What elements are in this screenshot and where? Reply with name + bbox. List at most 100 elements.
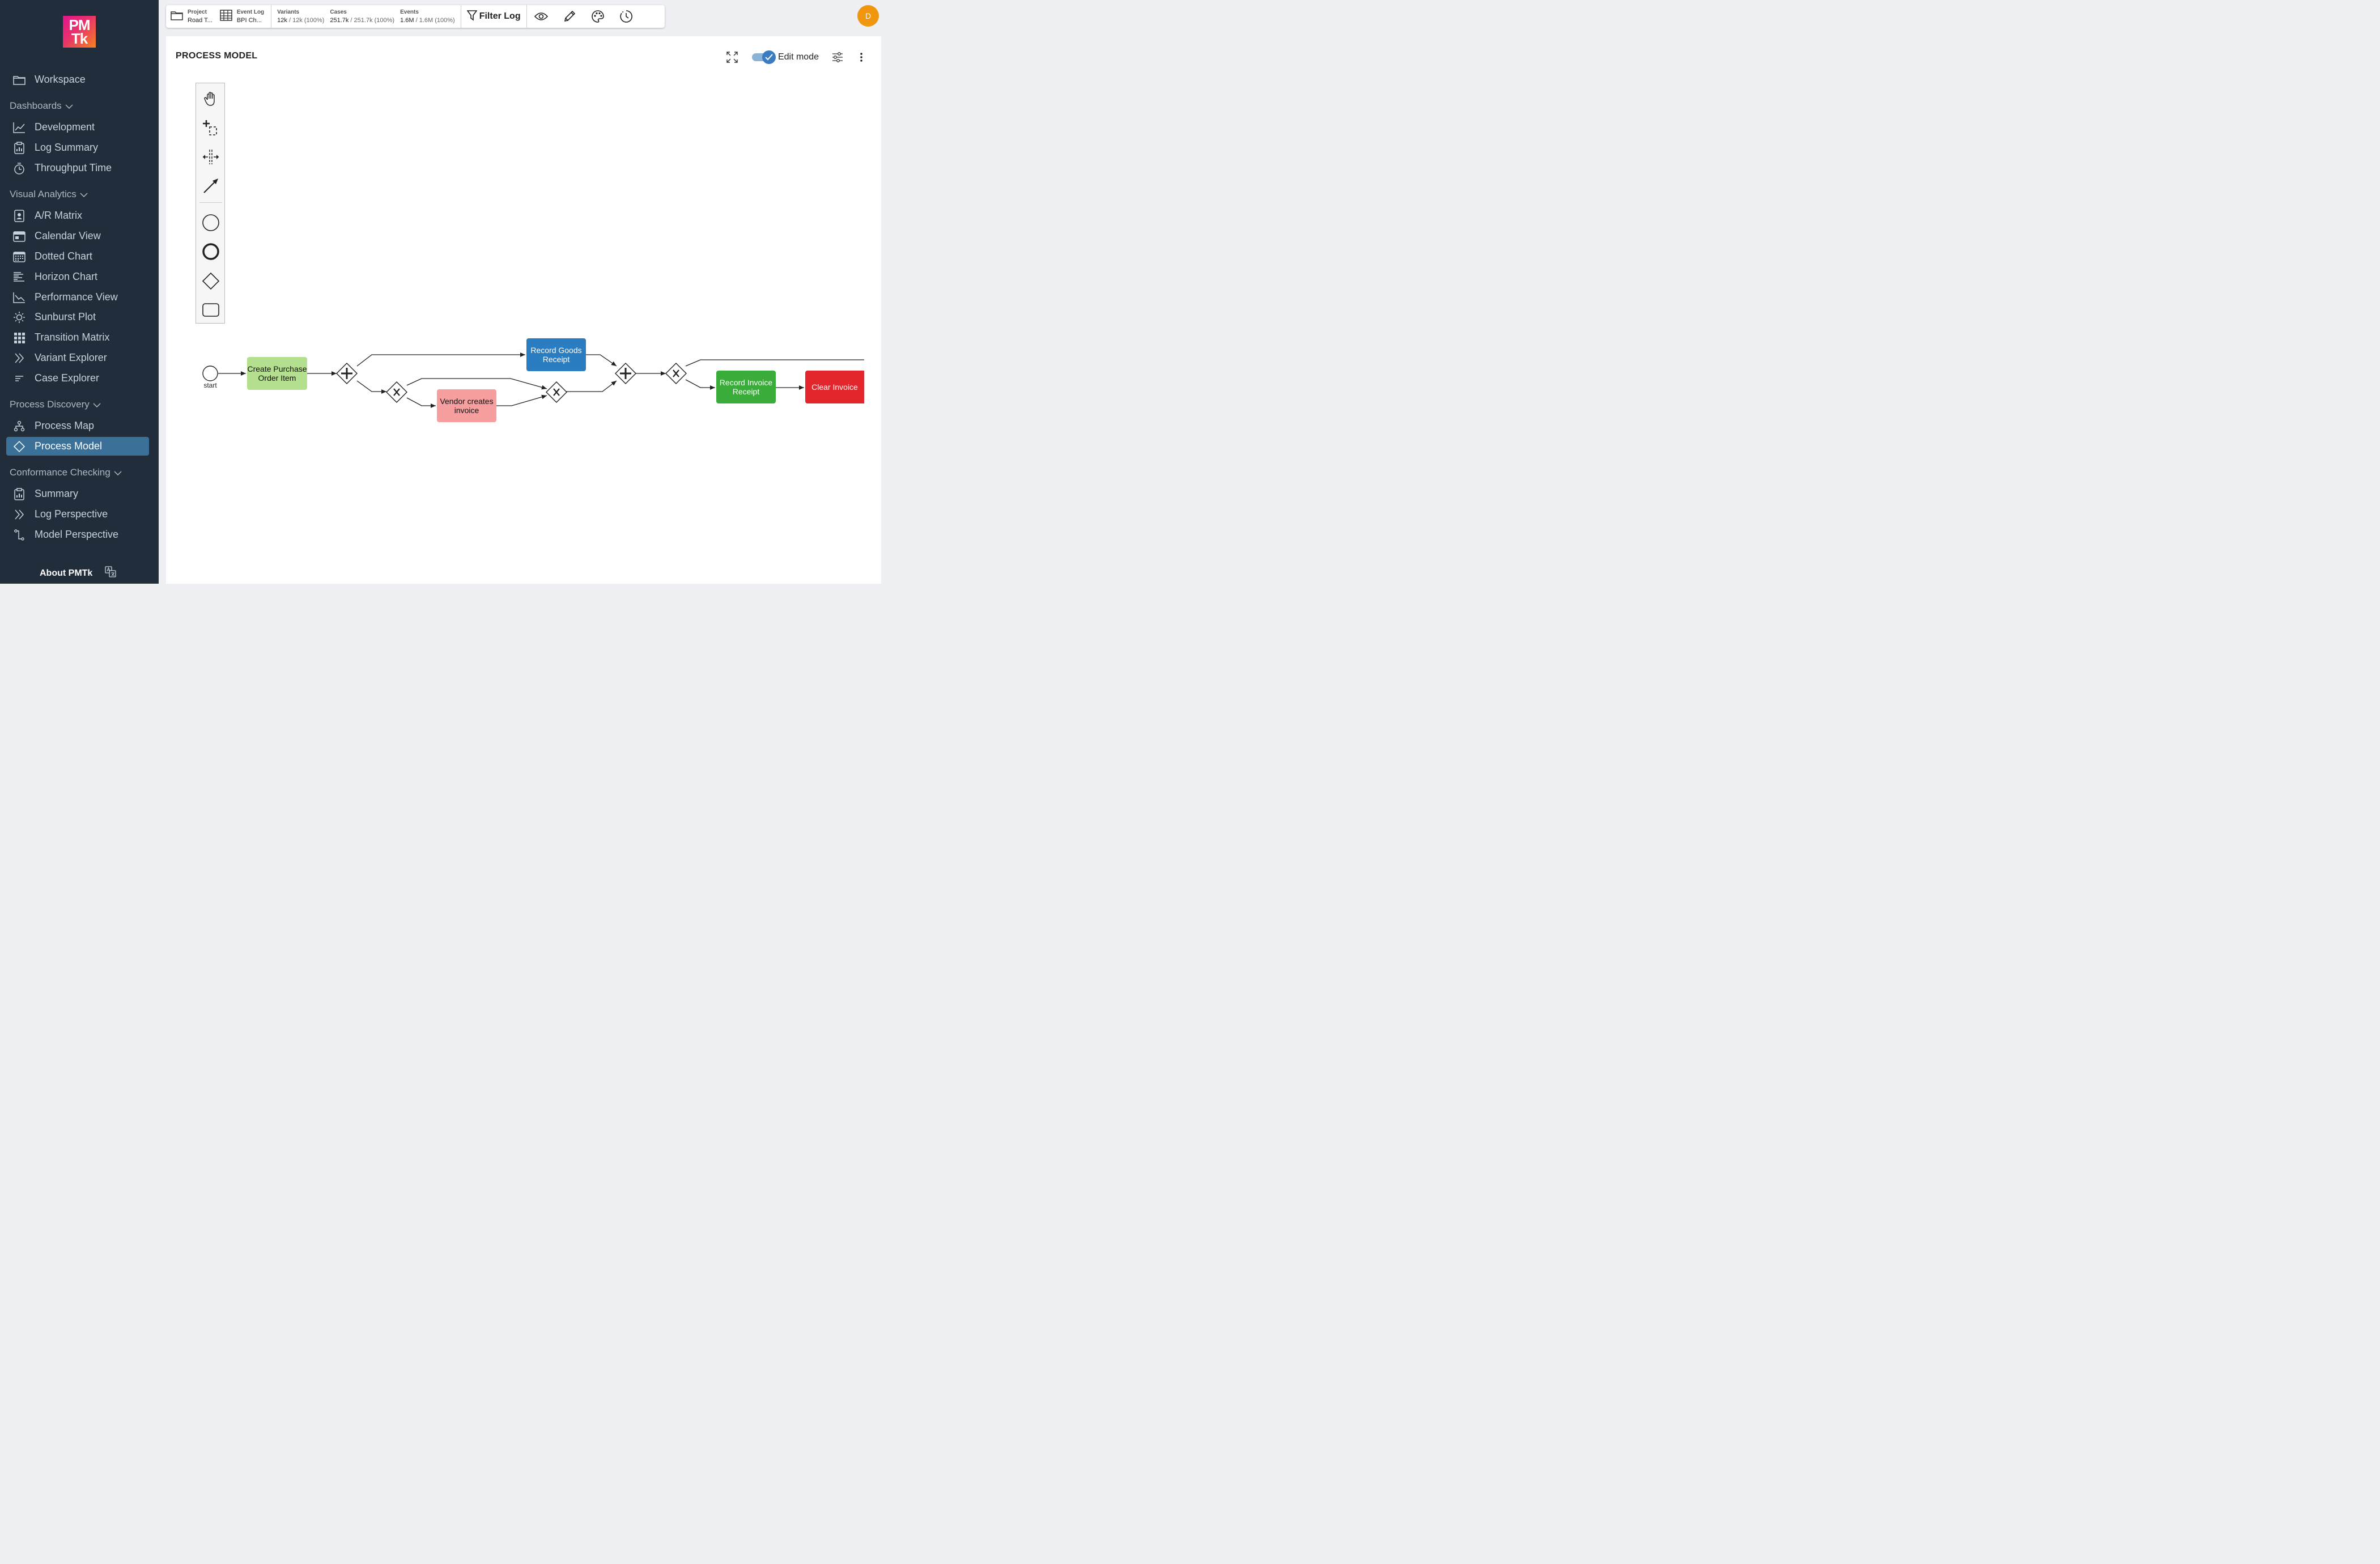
end-event-icon[interactable] xyxy=(196,239,226,264)
app-logo[interactable]: PM Tk xyxy=(63,16,96,48)
hand-tool-icon[interactable] xyxy=(196,86,226,111)
chevron-down-icon xyxy=(93,399,101,410)
bpmn-palette xyxy=(196,83,225,324)
nav-item-label: Development xyxy=(35,121,95,133)
nav-item-sunburst-plot[interactable]: Sunburst Plot xyxy=(6,308,149,326)
double-chevron-right-icon xyxy=(12,508,26,521)
nav-item-process-model[interactable]: Process Model xyxy=(6,437,149,456)
task-record-goods-receipt[interactable]: Record Goods Receipt xyxy=(526,338,586,371)
nav-item-label: Model Perspective xyxy=(35,529,119,540)
fullscreen-icon[interactable] xyxy=(724,49,741,66)
task-label: Record Goods Receipt xyxy=(530,346,582,364)
variants-value: 12k xyxy=(277,17,287,24)
hierarchy-icon xyxy=(12,419,26,433)
nav-item-log-summary[interactable]: Log Summary xyxy=(6,138,149,157)
nav-item-model-perspective[interactable]: Model Perspective xyxy=(6,525,149,544)
task-create-purchase-order-item[interactable]: Create Purchase Order Item xyxy=(247,357,307,390)
events-label: Events xyxy=(400,9,419,15)
parallel-gateway-split[interactable] xyxy=(336,363,358,384)
about-label: About PMTk xyxy=(40,568,93,578)
events-value: 1.6M xyxy=(400,17,414,24)
nav-item-case-explorer[interactable]: Case Explorer xyxy=(6,369,149,388)
folder-icon xyxy=(12,73,26,87)
flow-xor1-xor2 xyxy=(406,378,547,390)
sliders-icon[interactable] xyxy=(829,49,846,66)
double-chevron-right-icon xyxy=(12,351,26,365)
flow-vendor-xor2 xyxy=(496,394,547,406)
lasso-tool-icon[interactable] xyxy=(196,116,226,141)
folder-icon xyxy=(171,10,183,23)
eye-icon[interactable] xyxy=(527,5,555,28)
space-tool-icon[interactable] xyxy=(196,144,226,169)
log-toolbar: Project Road T... Event Log BPI Ch... Va… xyxy=(166,5,665,28)
exclusive-gateway-2[interactable] xyxy=(546,381,567,403)
user-avatar[interactable]: D xyxy=(857,5,879,27)
clipboard-chart-icon xyxy=(12,487,26,501)
nav-item-log-perspective[interactable]: Log Perspective xyxy=(6,505,149,524)
nav-item-workspace[interactable]: Workspace xyxy=(6,70,149,89)
event-log-selector[interactable]: Event Log BPI Ch... xyxy=(212,5,271,28)
nav-item-development[interactable]: Development xyxy=(6,118,149,137)
nav-item-label: Transition Matrix xyxy=(35,332,110,343)
task-clear-invoice[interactable]: Clear Invoice xyxy=(805,371,864,403)
nav-item-variant-explorer[interactable]: Variant Explorer xyxy=(6,348,149,367)
clipboard-chart-icon xyxy=(12,141,26,155)
more-vertical-icon[interactable] xyxy=(853,49,870,66)
logo-top-text: PM xyxy=(69,16,91,33)
chevron-down-icon xyxy=(114,467,122,478)
cases-total: / 251.7k (100%) xyxy=(348,17,395,24)
nav-item-ar-matrix[interactable]: A/R Matrix xyxy=(6,206,149,225)
nav-item-calendar-view[interactable]: Calendar View xyxy=(6,227,149,245)
nav-item-label: Summary xyxy=(35,488,79,499)
palette-icon[interactable] xyxy=(584,5,612,28)
flow-split-goods xyxy=(356,352,525,367)
nav-item-summary[interactable]: Summary xyxy=(6,484,149,503)
section-process-discovery[interactable]: Process Discovery xyxy=(10,399,101,410)
section-conformance-checking[interactable]: Conformance Checking xyxy=(10,467,122,478)
nav-item-label: Log Summary xyxy=(35,142,99,153)
connect-tool-icon[interactable] xyxy=(196,173,226,198)
task-icon[interactable] xyxy=(196,298,226,322)
exclusive-gateway-3[interactable] xyxy=(665,363,687,384)
page-title: PROCESS MODEL xyxy=(176,51,258,61)
about-link[interactable]: About PMTk xyxy=(40,566,116,580)
nav-item-performance-view[interactable]: Performance View xyxy=(6,288,149,307)
section-dashboards[interactable]: Dashboards xyxy=(10,100,73,112)
flow-xor3-top xyxy=(685,359,864,367)
nav-item-horizon-chart[interactable]: Horizon Chart xyxy=(6,267,149,286)
start-label: start xyxy=(203,381,217,389)
nav-item-label: Workspace xyxy=(35,74,86,85)
history-clock-icon[interactable] xyxy=(612,5,640,28)
nav-item-label: Variant Explorer xyxy=(35,352,107,363)
parallel-gateway-join[interactable] xyxy=(615,363,636,384)
nav-item-transition-matrix[interactable]: Transition Matrix xyxy=(6,328,149,347)
events-total: / 1.6M (100%) xyxy=(414,17,455,24)
edit-mode-label: Edit mode xyxy=(777,52,819,62)
flow-split-xor1 xyxy=(356,380,386,394)
task-label: Create Purchase Order Item xyxy=(247,364,307,382)
project-selector[interactable]: Project Road T... xyxy=(166,5,212,28)
event-log-label: Event Log xyxy=(236,9,265,15)
translate-icon[interactable] xyxy=(105,566,116,580)
flow-xor1-vendor xyxy=(406,397,436,408)
nav-item-label: Throughput Time xyxy=(35,162,112,173)
cases-label: Cases xyxy=(330,9,347,15)
gateway-icon[interactable] xyxy=(196,269,226,294)
filter-log-button[interactable]: Filter Log xyxy=(461,5,526,28)
nav-item-throughput-time[interactable]: Throughput Time xyxy=(6,159,149,177)
nav-item-dotted-chart[interactable]: Dotted Chart xyxy=(6,247,149,266)
task-vendor-creates-invoice[interactable]: Vendor creates invoice xyxy=(437,389,496,422)
exclusive-gateway-1[interactable] xyxy=(386,381,407,403)
task-record-invoice-receipt[interactable]: Record Invoice Receipt xyxy=(716,371,776,403)
section-visual-analytics[interactable]: Visual Analytics xyxy=(10,189,88,200)
task-label: Record Invoice Receipt xyxy=(719,378,773,396)
start-event-icon[interactable] xyxy=(196,210,226,235)
start-event[interactable] xyxy=(202,366,218,381)
grid-icon xyxy=(12,331,26,345)
nav-item-process-map[interactable]: Process Map xyxy=(6,416,149,435)
project-value: Road T... xyxy=(188,17,212,24)
edit-mode-toggle[interactable] xyxy=(751,50,776,64)
calendar-grid-icon xyxy=(12,250,26,264)
pencil-icon[interactable] xyxy=(555,5,584,28)
section-label: Process Discovery xyxy=(10,399,90,410)
